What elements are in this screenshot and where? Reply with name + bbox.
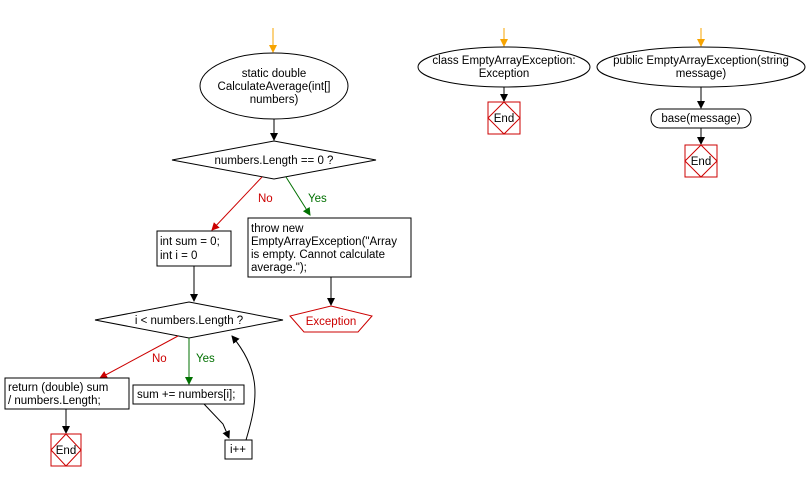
yes-label-2: Yes bbox=[196, 353, 215, 365]
end-label-2: End bbox=[494, 113, 514, 125]
init-line-2: int i = 0 bbox=[160, 250, 197, 262]
edge-no-branch-2 bbox=[99, 335, 179, 379]
base-call-node[interactable]: base(message) bbox=[650, 108, 752, 129]
ctor-start-line-2: message) bbox=[676, 68, 727, 80]
return-line-1: return (double) sum bbox=[8, 382, 108, 394]
no-label-1: No bbox=[258, 193, 273, 205]
edge-loop-back bbox=[231, 335, 256, 441]
increment-box[interactable]: i++ bbox=[224, 439, 253, 460]
start-node-calculate-average[interactable]: static double CalculateAverage(int[] num… bbox=[199, 52, 349, 120]
exception-class-flow: class EmptyArrayException: Exception End bbox=[417, 28, 591, 135]
init-variables-box[interactable]: int sum = 0; int i = 0 bbox=[156, 230, 232, 267]
exception-node[interactable]: Exception bbox=[289, 305, 373, 333]
increment-text: i++ bbox=[230, 444, 246, 456]
edge-sum-to-increment bbox=[203, 403, 230, 439]
edge-yes-branch-1 bbox=[285, 176, 311, 216]
start-line-1: static double bbox=[242, 68, 307, 80]
decision1-text: numbers.Length == 0 ? bbox=[215, 155, 334, 167]
start-line-2: CalculateAverage(int[] bbox=[218, 81, 331, 93]
start-node-class[interactable]: class EmptyArrayException: Exception bbox=[417, 46, 591, 88]
end-node-calculate-average[interactable]: End bbox=[50, 433, 82, 467]
calculate-average-flow: static double CalculateAverage(int[] num… bbox=[4, 28, 412, 467]
init-line-1: int sum = 0; bbox=[160, 236, 220, 248]
end-label-3: End bbox=[691, 156, 711, 168]
no-label-2: No bbox=[152, 353, 167, 365]
return-line-2: / numbers.Length; bbox=[8, 395, 101, 407]
throw-line-4: average."); bbox=[251, 262, 307, 274]
yes-label-1: Yes bbox=[308, 193, 327, 205]
throw-line-3: is empty. Cannot calculate bbox=[251, 249, 385, 261]
throw-exception-box[interactable]: throw new EmptyArrayException("Array is … bbox=[247, 217, 412, 278]
throw-line-1: throw new bbox=[251, 223, 304, 235]
ctor-start-line-1: public EmptyArrayException(string bbox=[613, 55, 789, 67]
throw-line-2: EmptyArrayException("Array bbox=[251, 236, 397, 248]
start-node-constructor[interactable]: public EmptyArrayException(string messag… bbox=[596, 46, 806, 88]
sum-statement-text: sum += numbers[i]; bbox=[137, 389, 235, 401]
decision-loop-condition[interactable]: i < numbers.Length ? bbox=[94, 301, 284, 339]
base-call-text: base(message) bbox=[661, 113, 740, 125]
class-start-line-2: Exception bbox=[479, 68, 530, 80]
end-node-constructor[interactable]: End bbox=[684, 144, 718, 178]
return-statement-box[interactable]: return (double) sum / numbers.Length; bbox=[4, 377, 130, 410]
decision-length-zero[interactable]: numbers.Length == 0 ? bbox=[171, 140, 377, 180]
edge-no-branch-1 bbox=[211, 176, 263, 231]
exception-label: Exception bbox=[306, 316, 357, 328]
start-line-3: numbers) bbox=[250, 94, 299, 106]
end-node-class[interactable]: End bbox=[487, 101, 521, 135]
constructor-flow: public EmptyArrayException(string messag… bbox=[596, 28, 806, 178]
decision2-text: i < numbers.Length ? bbox=[135, 315, 243, 327]
sum-statement-box[interactable]: sum += numbers[i]; bbox=[132, 384, 245, 405]
class-start-line-1: class EmptyArrayException: bbox=[432, 55, 575, 67]
end-label-1: End bbox=[56, 445, 76, 457]
